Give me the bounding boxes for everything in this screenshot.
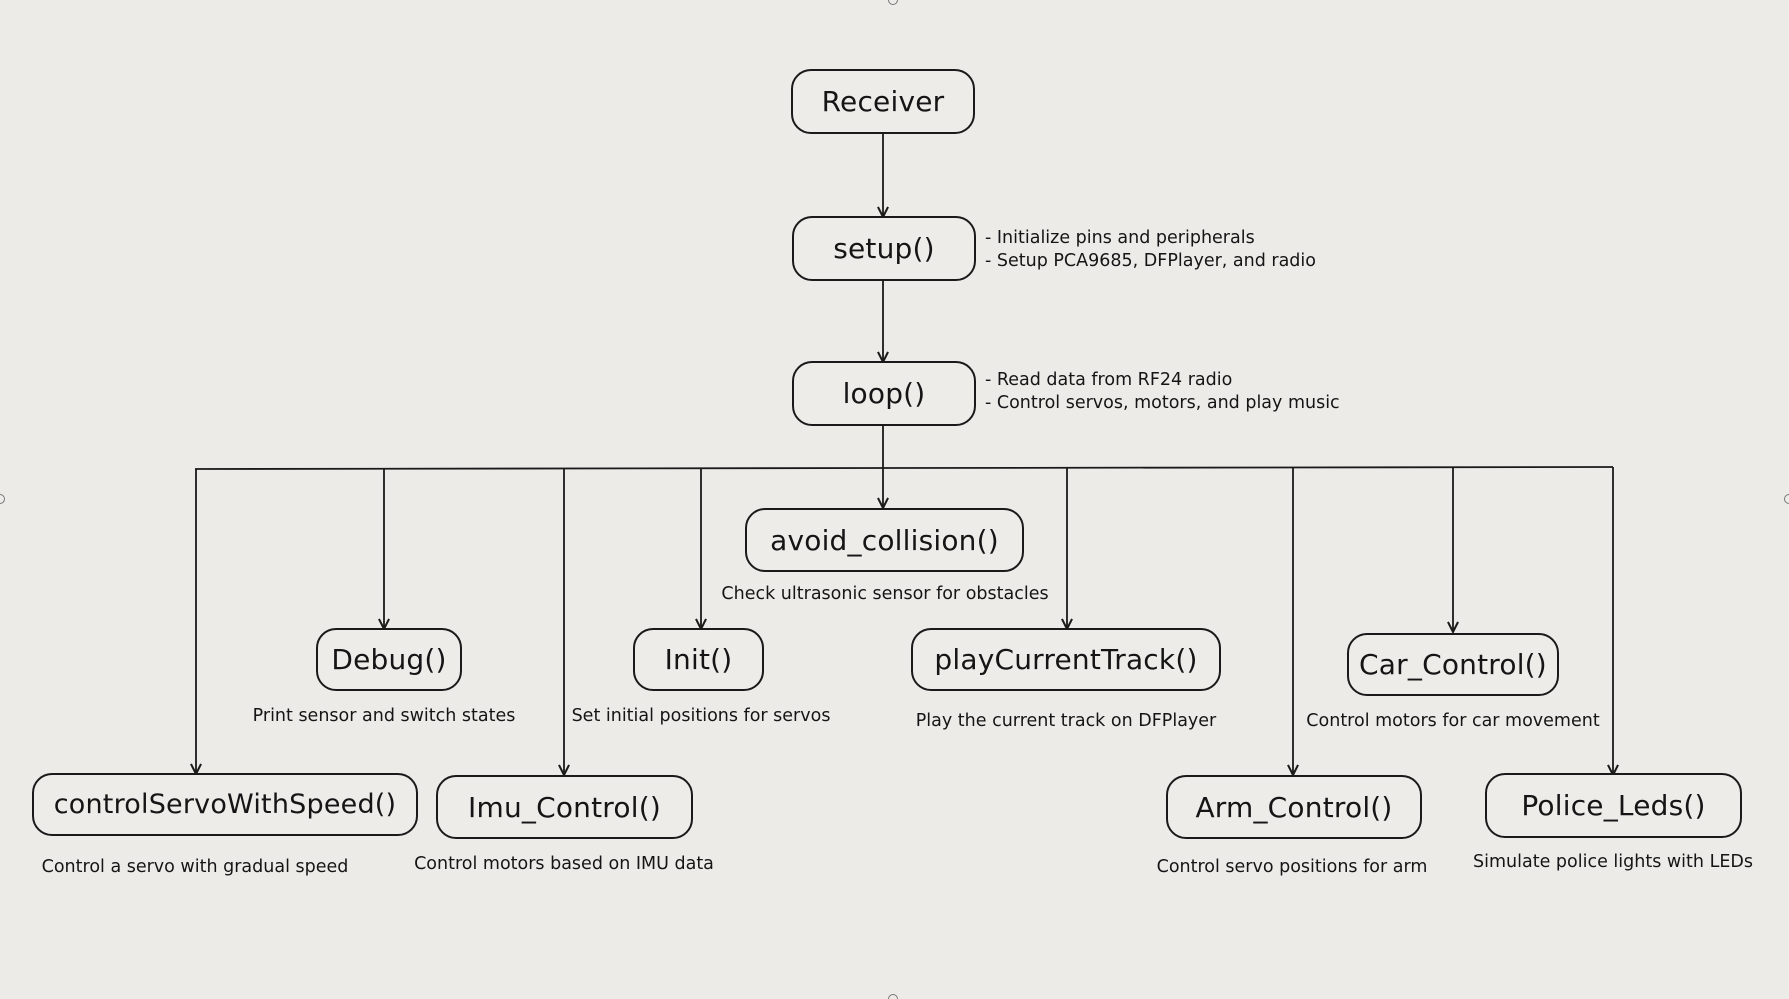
node-receiver[interactable]: Receiver bbox=[791, 69, 975, 134]
node-init[interactable]: Init() bbox=[633, 628, 764, 691]
caption-init: Set initial positions for servos bbox=[571, 706, 831, 726]
caption-police-leds: Simulate police lights with LEDs bbox=[1473, 852, 1753, 872]
note-loop-line-1: - Read data from RF24 radio bbox=[985, 370, 1233, 390]
node-car-control[interactable]: Car_Control() bbox=[1347, 633, 1559, 696]
caption-avoid-collision: Check ultrasonic sensor for obstacles bbox=[721, 584, 1049, 604]
node-imu-control[interactable]: Imu_Control() bbox=[436, 775, 693, 839]
node-loop[interactable]: loop() bbox=[792, 361, 976, 426]
node-control-servo-with-speed[interactable]: controlServoWithSpeed() bbox=[32, 773, 418, 836]
note-loop: - Read data from RF24 radio - Control se… bbox=[985, 369, 1340, 414]
node-police-leds[interactable]: Police_Leds() bbox=[1485, 773, 1742, 838]
caption-play-current-track: Play the current track on DFPlayer bbox=[915, 711, 1217, 731]
caption-arm-control: Control servo positions for arm bbox=[1156, 857, 1428, 877]
note-setup-line-2: - Setup PCA9685, DFPlayer, and radio bbox=[985, 250, 1316, 271]
note-loop-line-2: - Control servos, motors, and play music bbox=[985, 392, 1340, 413]
caption-imu-control: Control motors based on IMU data bbox=[414, 854, 714, 874]
caption-control-servo-with-speed: Control a servo with gradual speed bbox=[41, 857, 349, 877]
node-arm-control[interactable]: Arm_Control() bbox=[1166, 775, 1422, 839]
note-setup-line-1: - Initialize pins and peripherals bbox=[985, 228, 1255, 248]
canvas-handle-bottom[interactable] bbox=[888, 994, 898, 999]
canvas-handle-right[interactable] bbox=[1784, 494, 1789, 504]
bus-line bbox=[194, 466, 1614, 470]
caption-debug: Print sensor and switch states bbox=[252, 706, 516, 726]
node-setup[interactable]: setup() bbox=[792, 216, 976, 281]
node-avoid-collision[interactable]: avoid_collision() bbox=[745, 508, 1024, 572]
node-debug[interactable]: Debug() bbox=[316, 628, 462, 691]
caption-car-control: Control motors for car movement bbox=[1306, 711, 1600, 731]
node-play-current-track[interactable]: playCurrentTrack() bbox=[911, 628, 1221, 691]
note-setup: - Initialize pins and peripherals - Setu… bbox=[985, 227, 1316, 272]
